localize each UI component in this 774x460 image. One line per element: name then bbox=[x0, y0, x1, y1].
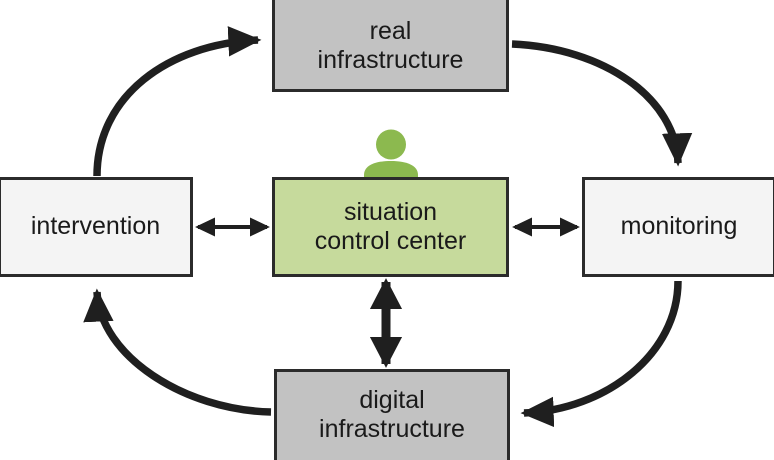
node-real-infrastructure[interactable]: real infrastructure bbox=[272, 0, 509, 92]
node-monitoring[interactable]: monitoring bbox=[582, 177, 774, 277]
node-monitoring-label: monitoring bbox=[620, 212, 738, 241]
connector-intervention-to-real-infrastructure bbox=[93, 26, 262, 177]
node-intervention-label: intervention bbox=[30, 212, 161, 241]
person-icon bbox=[364, 129, 418, 181]
connector-digital-infrastructure-to-intervention bbox=[83, 288, 272, 416]
node-situation-control-center[interactable]: situation control center bbox=[272, 177, 509, 277]
node-situation-control-center-label: situation control center bbox=[314, 197, 467, 256]
node-intervention[interactable]: intervention bbox=[0, 177, 193, 277]
node-real-infrastructure-label: real infrastructure bbox=[317, 16, 464, 75]
connector-monitoring-to-digital-infrastructure bbox=[520, 280, 682, 428]
connector-real-infrastructure-to-monitoring bbox=[511, 40, 693, 167]
node-digital-infrastructure-label: digital infrastructure bbox=[319, 385, 465, 444]
node-digital-infrastructure[interactable]: digital infrastructure bbox=[274, 369, 510, 460]
